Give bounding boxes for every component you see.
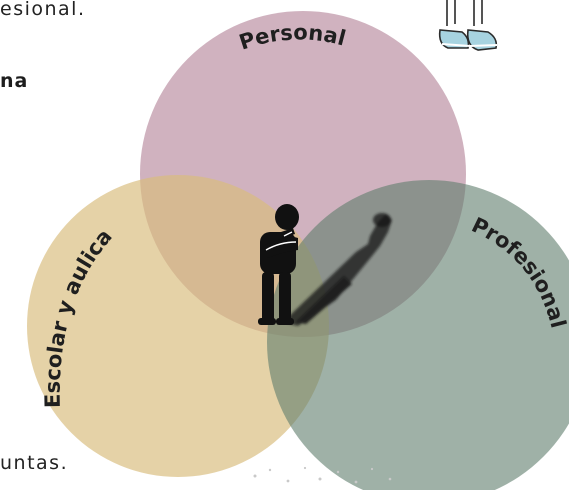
person-arm-outline <box>265 231 297 251</box>
paragraph-fragment-bottom: untas. <box>0 452 69 474</box>
venn-circle-profesional <box>267 180 569 490</box>
venn-circle-escolar <box>27 175 329 477</box>
dotted-decoration <box>253 466 392 484</box>
person-shadow <box>283 213 392 326</box>
sneakers-illustration <box>438 0 498 51</box>
heading-fragment: na <box>0 70 29 92</box>
paragraph-fragment-top: esional. <box>0 0 86 20</box>
